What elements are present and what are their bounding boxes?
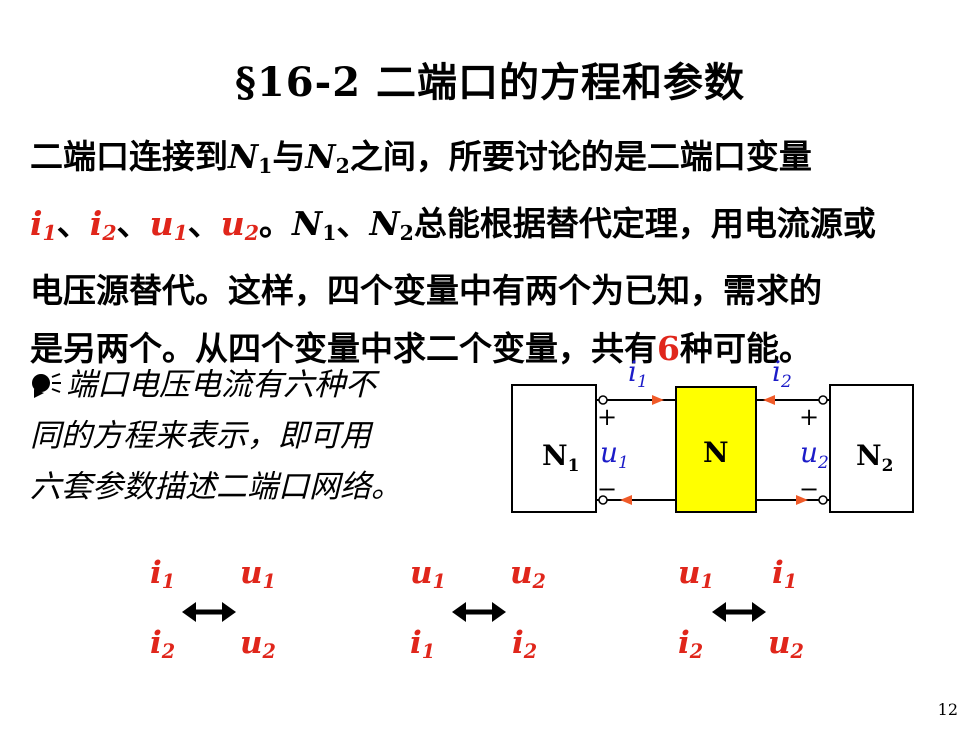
terminal-1-prime (598, 495, 608, 505)
plus-right: + (799, 403, 819, 431)
paragraph-line-4: 是另两个。从四个变量中求二个变量，共有6种可能。 (30, 320, 955, 378)
speaker-icon (32, 373, 61, 398)
sub: 2 (399, 221, 414, 246)
text-span: 总能根据替代定理，用电流源或 (413, 204, 876, 244)
page-number: 12 (937, 700, 958, 719)
n2-box (829, 384, 914, 513)
return-arrow-left (620, 495, 632, 505)
minus-left: − (597, 475, 617, 503)
var-u1: u (149, 204, 174, 244)
var-N2: N (369, 204, 400, 244)
i2-label: i2 (772, 355, 792, 392)
pair-1-top-left: i1 (150, 555, 176, 593)
pair-3-top-right: i1 (772, 555, 798, 593)
separator: 、 (336, 204, 370, 244)
var-u2: u (220, 204, 245, 244)
n1-box (511, 384, 597, 513)
sub: 1 (173, 221, 188, 246)
text-span: 与 (272, 137, 306, 176)
current-arrow-i1 (652, 395, 664, 405)
terminal-2 (818, 395, 828, 405)
text-span: 之间，所要讨论的是二端口变量 (349, 137, 812, 176)
separator: 、 (187, 204, 221, 244)
u2-label: u2 (800, 436, 829, 473)
text-span: 是另两个。从四个变量中求二个变量，共有 (30, 329, 657, 369)
note-text-span: 端口电压电流有六种不 (66, 367, 376, 403)
u1-label: u1 (600, 436, 629, 473)
pair-2-bottom-left: i1 (410, 625, 436, 663)
text-span: 。 (259, 204, 293, 244)
n-label: N (703, 436, 729, 469)
separator: 、 (56, 204, 90, 244)
sub: 2 (244, 221, 260, 246)
text-span: 二端口连接到 (30, 137, 228, 176)
note-line-1: 端口电压电流有六种不 (30, 360, 490, 411)
pair-3-bottom-right: u2 (768, 625, 804, 663)
pair-1-bottom-left: i2 (150, 625, 176, 663)
paragraph-line-1: 二端口连接到N1与N2之间，所要讨论的是二端口变量 (30, 128, 955, 195)
var-i1: i (30, 204, 43, 244)
terminal-2-prime (818, 495, 828, 505)
n1-label: N1 (542, 439, 579, 476)
sub: 2 (335, 154, 350, 179)
var-N1: N (292, 204, 323, 244)
var-i2: i (89, 204, 103, 244)
note-line-2: 同的方程来表示，即可用 (30, 418, 371, 454)
sub: 1 (42, 221, 57, 246)
current-arrow-i2 (763, 395, 775, 405)
text-span: 种可能。 (679, 329, 812, 369)
terminal-1 (598, 395, 608, 405)
pair-1-bottom-right: u2 (240, 625, 276, 663)
sub: 1 (322, 221, 337, 246)
note-line-3: 六套参数描述二端口网络。 (30, 469, 402, 505)
pair-2-bottom-right: i2 (512, 625, 538, 663)
return-arrow-right (796, 495, 808, 505)
sub: 1 (258, 154, 273, 179)
double-arrow-icon-3 (712, 602, 766, 622)
paragraph-line-3: 电压源替代。这样，四个变量中有两个为已知，需求的 (30, 271, 822, 311)
count-six: 6 (657, 329, 680, 369)
pair-2-top-left: u1 (410, 555, 446, 593)
pair-3-top-left: u1 (678, 555, 714, 593)
var-N2: N (305, 137, 336, 176)
minus-right: − (799, 475, 819, 503)
double-arrow-icon-2 (452, 602, 506, 622)
n-box (675, 386, 757, 513)
plus-left: + (597, 403, 617, 431)
double-arrow-icon-1 (182, 602, 236, 622)
separator: 、 (116, 204, 150, 244)
sub: 2 (102, 221, 117, 246)
pair-3-bottom-left: i2 (678, 625, 704, 663)
slide-title: §16-2 二端口的方程和参数 (235, 59, 745, 106)
pair-1-top-right: u1 (240, 555, 276, 593)
intro-paragraph: 二端口连接到N1与N2之间，所要讨论的是二端口变量 i1、i2、u1、u2。N1… (30, 128, 955, 378)
note-text: 端口电压电流有六种不 同的方程来表示，即可用 六套参数描述二端口网络。 (30, 360, 490, 513)
paragraph-line-2: i1、i2、u1、u2。N1、N2总能根据替代定理，用电流源或 (30, 195, 955, 262)
i1-label: i1 (628, 355, 648, 392)
var-N1: N (228, 137, 259, 176)
pair-2-top-right: u2 (510, 555, 546, 593)
n2-label: N2 (856, 439, 893, 476)
